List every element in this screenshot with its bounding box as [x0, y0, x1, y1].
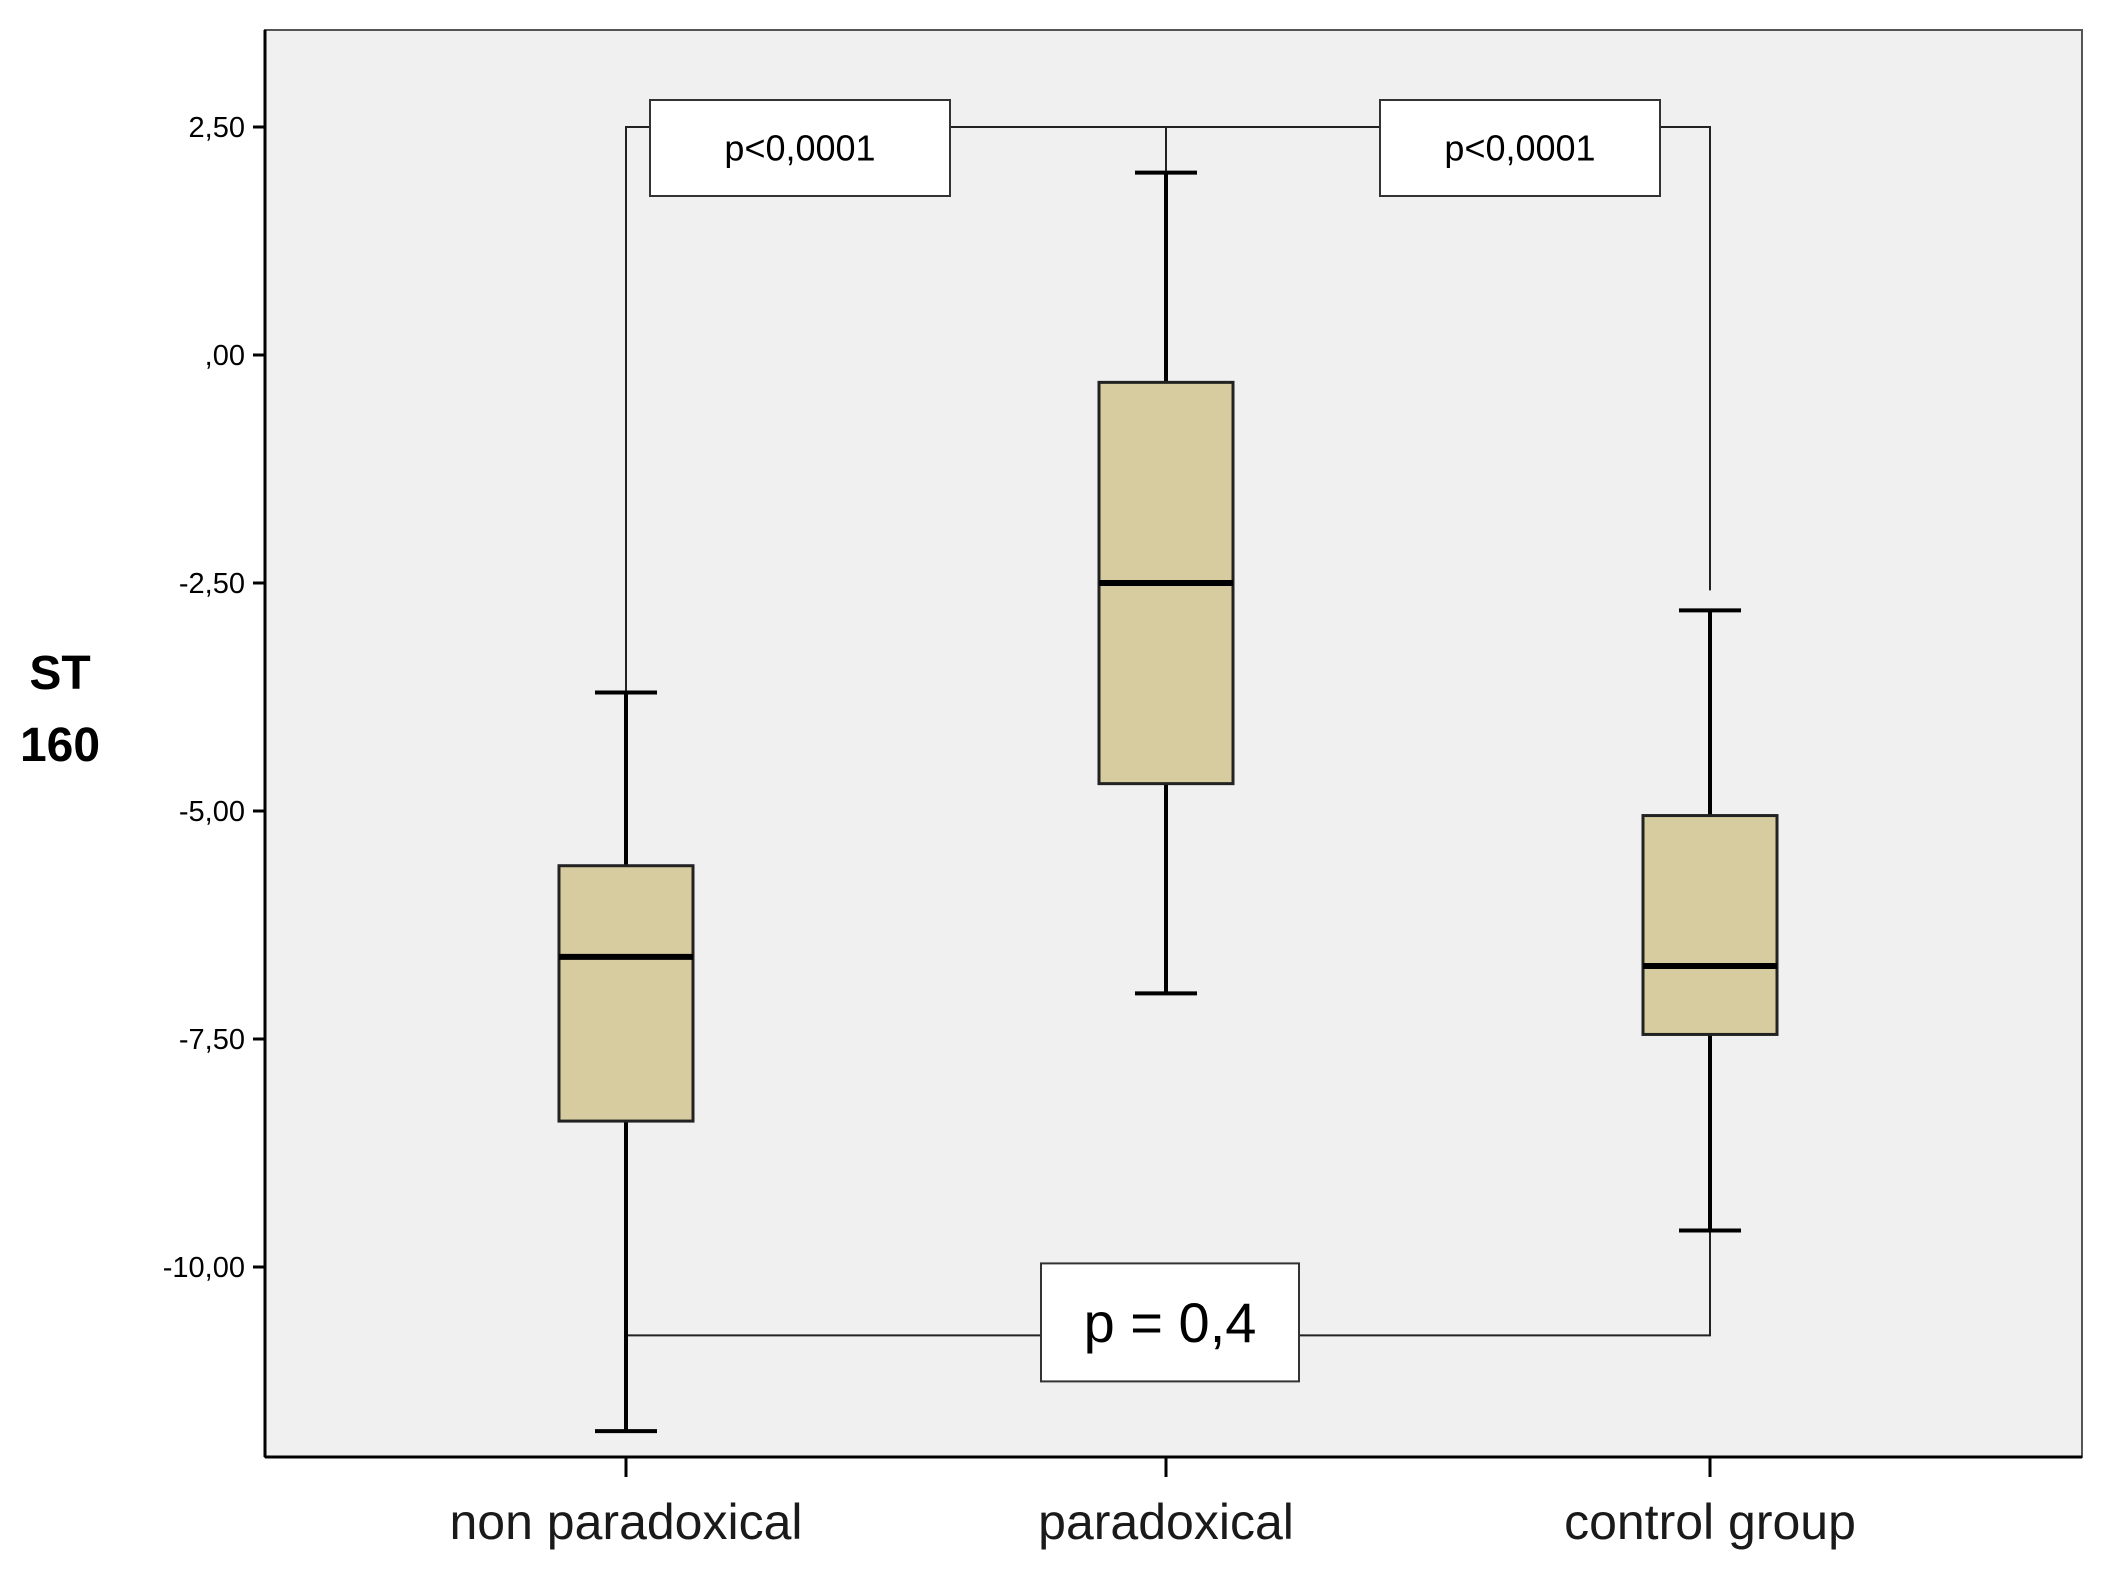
y-tick-label: -2,50	[179, 568, 245, 600]
box-non-paradoxical	[557, 690, 695, 1434]
p-value-box	[649, 99, 951, 197]
y-tick-label: -5,00	[179, 796, 245, 828]
box-paradoxical	[1097, 170, 1235, 996]
iqr-box	[557, 864, 695, 1123]
bracket-line	[626, 1230, 1711, 1337]
x-tick-label: paradoxical	[1038, 1494, 1294, 1550]
y-tick-label: -7,50	[179, 1024, 245, 1056]
y-tick-label: 2,50	[189, 112, 245, 144]
p-value-label: p = 0,4	[1084, 1291, 1257, 1354]
y-tick-label: ,00	[205, 340, 245, 372]
box-control-group	[1641, 608, 1779, 1233]
p-value-box	[1040, 1262, 1300, 1383]
axis-ticks: 2,50 ,00 -2,50 -5,00 -7,50 -10,00 non paradoxi…	[163, 112, 1856, 1550]
y-tick-label: -10,00	[163, 1252, 245, 1284]
y-axis-label-line-2: 160	[19, 719, 101, 772]
y-axis-label-line-1: ST	[29, 647, 91, 700]
significance-labels: p<0,0001 p<0,0001 p = 0,4	[649, 99, 1661, 1383]
p-value-label: p<0,0001	[724, 128, 875, 169]
x-tick-label: non paradoxical	[449, 1494, 802, 1550]
iqr-box	[1641, 814, 1779, 1036]
x-tick-label: control group	[1564, 1494, 1856, 1550]
p-value-box	[1379, 99, 1661, 197]
box-series	[557, 170, 1779, 1434]
p-value-label: p<0,0001	[1444, 128, 1595, 169]
